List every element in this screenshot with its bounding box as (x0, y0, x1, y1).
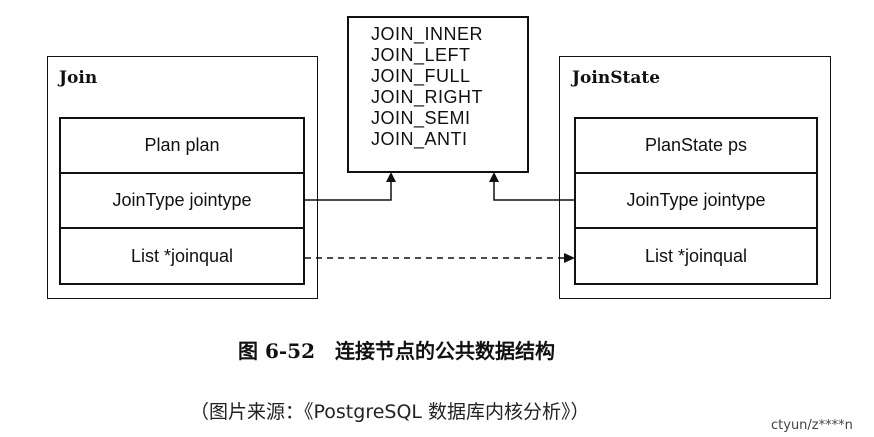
enum-join-left: JOIN_LEFT (371, 45, 471, 65)
joinstate-jointype-arrow (493, 180, 574, 201)
join-jointype-arrowhead (386, 172, 396, 182)
joinstate-jointype-arrowhead (489, 172, 499, 182)
joinstate-struct-title: JoinState (572, 68, 661, 88)
join-field-joinqual: List *joinqual (59, 227, 305, 285)
enum-join-anti: JOIN_ANTI (371, 129, 468, 149)
join-field-jointype: JoinType jointype (59, 172, 305, 229)
enum-join-full: JOIN_FULL (371, 66, 471, 86)
watermark: ctyun/z****n (771, 418, 853, 433)
join-struct-title: Join (59, 68, 98, 88)
joinstate-field-joinqual: List *joinqual (574, 227, 818, 285)
jointype-enum-box: JOIN_INNER JOIN_LEFT JOIN_FULL JOIN_RIGH… (347, 16, 529, 173)
join-jointype-arrow (305, 180, 392, 201)
joinqual-arrowhead (564, 253, 575, 263)
enum-join-semi: JOIN_SEMI (371, 108, 471, 128)
enum-join-right: JOIN_RIGHT (371, 87, 484, 107)
figure-source: （图片来源：《PostgreSQL 数据库内核分析》） (190, 401, 590, 423)
enum-join-inner: JOIN_INNER (371, 24, 484, 44)
joinstate-field-jointype: JoinType jointype (574, 172, 818, 229)
joinstate-field-ps: PlanState ps (574, 117, 818, 174)
figure-caption: 图 6-52 连接节点的公共数据结构 (238, 339, 556, 363)
